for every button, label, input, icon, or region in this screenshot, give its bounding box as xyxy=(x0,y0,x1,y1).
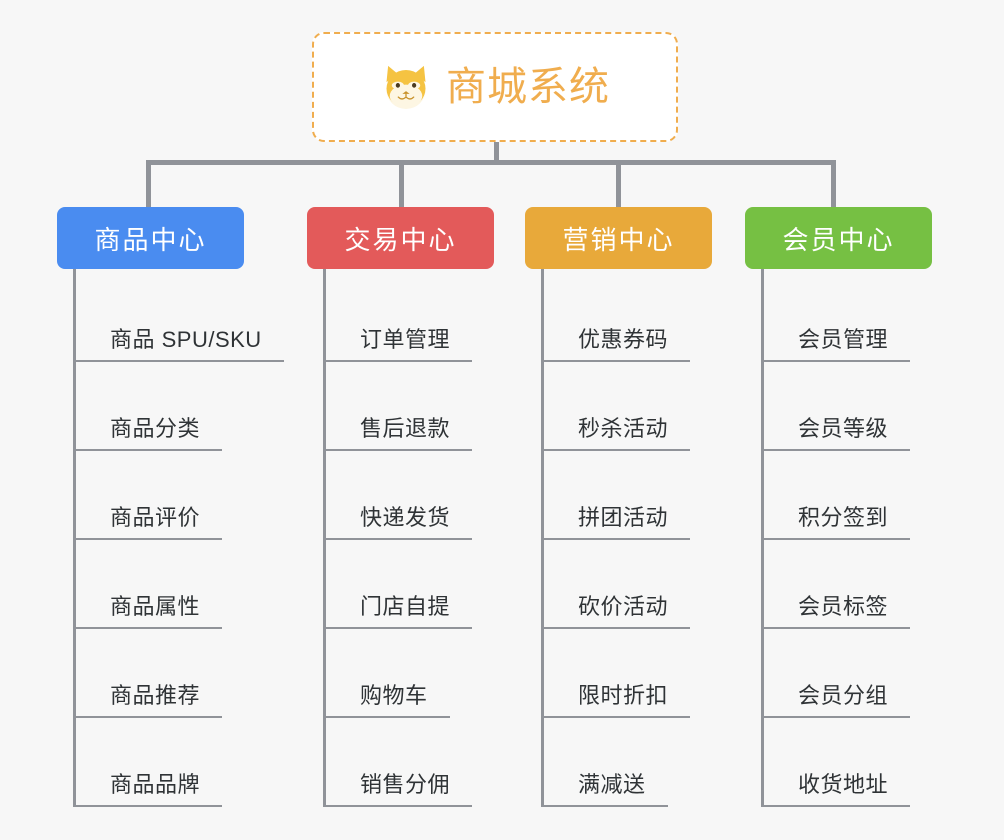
leaf-item[interactable]: 商品属性 xyxy=(76,540,284,629)
leaf-item[interactable]: 优惠券码 xyxy=(544,273,712,362)
leaf-label: 商品评价 xyxy=(110,504,201,530)
root-title: 商城系统 xyxy=(446,65,610,109)
leaf-item[interactable]: 积分签到 xyxy=(764,451,932,540)
connector-drop-2 xyxy=(399,160,404,207)
leaf-item[interactable]: 收货地址 xyxy=(764,718,932,807)
branch-label: 交易中心 xyxy=(344,224,457,255)
leaf-item[interactable]: 限时折扣 xyxy=(544,629,712,718)
leaf-list-member-center: 会员管理 会员等级 积分签到 会员标签 会员分组 收货地址 xyxy=(761,269,932,807)
leaf-label: 订单管理 xyxy=(360,326,451,352)
connector-horizontal-bus xyxy=(146,160,836,165)
branch-header-member-center[interactable]: 会员中心 xyxy=(745,207,932,269)
leaf-label: 满减送 xyxy=(578,771,646,797)
connector-drop-1 xyxy=(146,160,151,207)
branch-marketing-center: 营销中心 优惠券码 秒杀活动 拼团活动 砍价活动 限时折扣 满减送 xyxy=(525,207,712,807)
leaf-item[interactable]: 商品分类 xyxy=(76,362,284,451)
leaf-label: 商品分类 xyxy=(110,415,201,441)
leaf-label: 购物车 xyxy=(360,682,428,708)
leaf-item[interactable]: 门店自提 xyxy=(326,540,494,629)
leaf-label: 会员管理 xyxy=(798,326,889,352)
leaf-label: 销售分佣 xyxy=(360,771,451,797)
leaf-item[interactable]: 秒杀活动 xyxy=(544,362,712,451)
connector-drop-4 xyxy=(831,160,836,207)
leaf-label: 门店自提 xyxy=(360,593,451,619)
leaf-item[interactable]: 砍价活动 xyxy=(544,540,712,629)
leaf-item[interactable]: 会员标签 xyxy=(764,540,932,629)
leaf-label: 会员标签 xyxy=(798,593,889,619)
leaf-item[interactable]: 会员管理 xyxy=(764,273,932,362)
root-node[interactable]: 商城系统 xyxy=(312,32,678,142)
leaf-label: 秒杀活动 xyxy=(578,415,669,441)
leaf-item[interactable]: 商品 SPU/SKU xyxy=(76,273,284,362)
branch-header-trade-center[interactable]: 交易中心 xyxy=(307,207,494,269)
leaf-item[interactable]: 满减送 xyxy=(544,718,712,807)
leaf-item[interactable]: 会员等级 xyxy=(764,362,932,451)
leaf-label: 商品 SPU/SKU xyxy=(110,326,262,352)
branch-trade-center: 交易中心 订单管理 售后退款 快递发货 门店自提 购物车 销售分佣 xyxy=(307,207,494,807)
leaf-item[interactable]: 商品评价 xyxy=(76,451,284,540)
branch-label: 商品中心 xyxy=(94,224,207,255)
leaf-item[interactable]: 会员分组 xyxy=(764,629,932,718)
leaf-list-marketing-center: 优惠券码 秒杀活动 拼团活动 砍价活动 限时折扣 满减送 xyxy=(541,269,712,807)
branch-label: 营销中心 xyxy=(562,224,675,255)
leaf-label: 商品属性 xyxy=(110,593,201,619)
connector-root-stem xyxy=(494,142,499,164)
leaf-label: 会员分组 xyxy=(798,682,889,708)
leaf-item[interactable]: 商品品牌 xyxy=(76,718,284,807)
connector-drop-3 xyxy=(616,160,621,207)
leaf-label: 积分签到 xyxy=(798,504,889,530)
branch-member-center: 会员中心 会员管理 会员等级 积分签到 会员标签 会员分组 收货地址 xyxy=(745,207,932,807)
shiba-dog-face-icon xyxy=(386,65,426,109)
leaf-item[interactable]: 购物车 xyxy=(326,629,494,718)
leaf-item[interactable]: 拼团活动 xyxy=(544,451,712,540)
leaf-label: 商品推荐 xyxy=(110,682,201,708)
leaf-item[interactable]: 快递发货 xyxy=(326,451,494,540)
branch-product-center: 商品中心 商品 SPU/SKU 商品分类 商品评价 商品属性 商品推荐 商品品牌 xyxy=(57,207,284,807)
leaf-label: 收货地址 xyxy=(798,771,889,797)
leaf-label: 砍价活动 xyxy=(578,593,669,619)
leaf-list-trade-center: 订单管理 售后退款 快递发货 门店自提 购物车 销售分佣 xyxy=(323,269,494,807)
leaf-label: 拼团活动 xyxy=(578,504,669,530)
leaf-list-product-center: 商品 SPU/SKU 商品分类 商品评价 商品属性 商品推荐 商品品牌 xyxy=(73,269,284,807)
leaf-item[interactable]: 商品推荐 xyxy=(76,629,284,718)
leaf-label: 快递发货 xyxy=(360,504,451,530)
branch-header-product-center[interactable]: 商品中心 xyxy=(57,207,244,269)
leaf-item[interactable]: 售后退款 xyxy=(326,362,494,451)
leaf-item[interactable]: 订单管理 xyxy=(326,273,494,362)
branch-header-marketing-center[interactable]: 营销中心 xyxy=(525,207,712,269)
branch-label: 会员中心 xyxy=(782,224,895,255)
leaf-item[interactable]: 销售分佣 xyxy=(326,718,494,807)
leaf-label: 优惠券码 xyxy=(578,326,669,352)
leaf-label: 售后退款 xyxy=(360,415,451,441)
leaf-label: 商品品牌 xyxy=(110,771,201,797)
leaf-label: 会员等级 xyxy=(798,415,889,441)
leaf-label: 限时折扣 xyxy=(578,682,669,708)
